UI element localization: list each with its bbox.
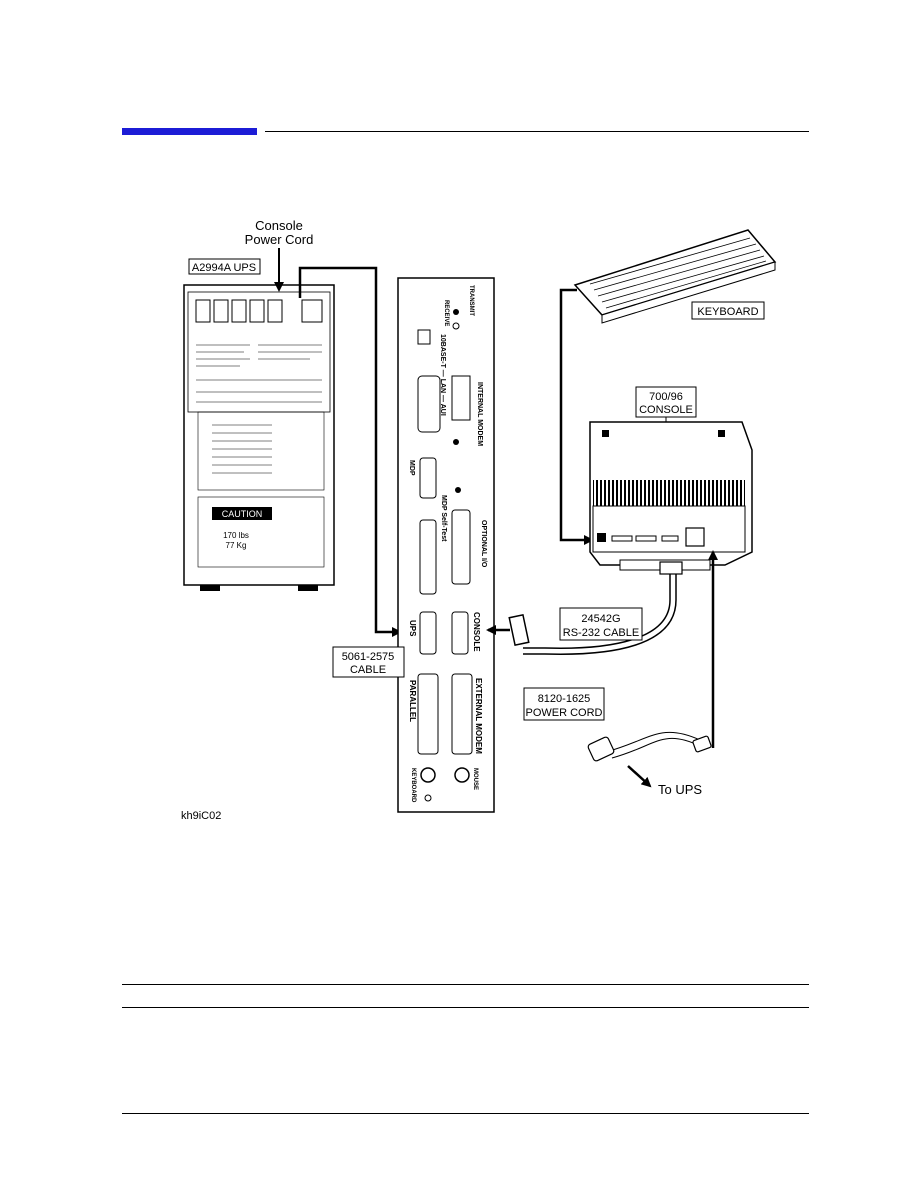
console-label-2: CONSOLE xyxy=(639,404,693,416)
keyboard-cable xyxy=(559,288,594,545)
to-ups-label: To UPS xyxy=(658,782,702,797)
console-power-cord-label-2: Power Cord xyxy=(245,232,314,247)
console-power-cord-label-1: Console xyxy=(255,218,303,233)
panel-label-external-modem: EXTERNAL MODEM xyxy=(474,678,483,754)
ups-cable-label-box xyxy=(332,646,405,678)
figure-id: kh9iC02 xyxy=(181,810,221,822)
panel-label-internal-modem: INTERNAL MODEM xyxy=(476,382,483,446)
panel-label-parallel: PARALLEL xyxy=(408,680,417,722)
ups-outlets xyxy=(195,299,323,323)
ups-cable-label-1: 5061-2575 xyxy=(342,651,395,663)
ups-label-box xyxy=(188,258,261,275)
to-ups-arrow xyxy=(627,765,652,788)
panel-label-ups: UPS xyxy=(408,620,417,637)
rs232-label-box xyxy=(559,607,643,641)
weight-kg: 77 Kg xyxy=(226,541,247,550)
caution-label: CAUTION xyxy=(222,509,263,519)
panel-label-lan-aui: 10BASE-T — LAN — AUI xyxy=(439,334,446,416)
footer-rule-middle xyxy=(122,1007,809,1008)
panel-label-console: CONSOLE xyxy=(472,612,481,652)
ups-serial-cable xyxy=(298,266,402,637)
rs232-label-2: RS-232 CABLE xyxy=(563,627,639,639)
panel-label-receive: RECEIVE xyxy=(443,300,449,326)
power-cord xyxy=(587,731,712,762)
console-device xyxy=(589,421,753,571)
panel-label-transmit: TRANSMIT xyxy=(468,285,474,316)
header-rule xyxy=(265,131,809,132)
console-label-box xyxy=(635,386,697,418)
panel-label-keyboard: KEYBOARD xyxy=(410,768,416,803)
ups-label: A2994A UPS xyxy=(192,262,256,274)
rs232-label-1: 24542G xyxy=(581,613,620,625)
footer-rule-bottom xyxy=(122,1113,809,1114)
panel-label-optional-io: OPTIONAL I/O xyxy=(480,520,487,568)
ups-unit: CAUTION 170 lbs 77 Kg xyxy=(183,284,335,591)
power-cord-label-box xyxy=(523,687,605,721)
panel-label-mdp: MDP xyxy=(408,460,415,476)
ups-cable-label-2: CABLE xyxy=(350,664,386,676)
power-cord-label-2: POWER CORD xyxy=(526,707,603,719)
power-cord-label-1: 8120-1625 xyxy=(538,693,591,705)
io-panel: 10BASE-T — LAN — AUI INTERNAL MODEM MDP … xyxy=(397,277,495,813)
panel-label-mdp-self-test: MDP Self-Test xyxy=(440,495,447,542)
console-label-1: 700/96 xyxy=(649,391,683,403)
header-accent-bar xyxy=(122,128,257,135)
footer-rule-top xyxy=(122,984,809,985)
weight-lbs: 170 lbs xyxy=(223,531,249,540)
keyboard-label-box xyxy=(691,301,765,320)
panel-label-mouse: MOUSE xyxy=(472,768,478,790)
keyboard-label: KEYBOARD xyxy=(697,306,758,318)
keyboard-device xyxy=(573,229,777,324)
